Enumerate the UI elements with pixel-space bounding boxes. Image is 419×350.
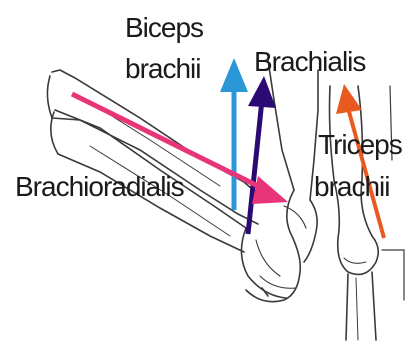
posterior-arm-bones	[330, 86, 405, 340]
biceps-arrowhead	[220, 58, 248, 92]
brachialis-arrow	[248, 76, 276, 234]
brachialis-label: Brachialis	[254, 46, 365, 77]
triceps-label-line2: brachii	[314, 171, 389, 202]
brachioradialis-arrowhead	[252, 176, 288, 204]
biceps-arrow	[220, 58, 248, 210]
brachioradialis-label: Brachioradialis	[15, 171, 184, 202]
triceps-label-line1: Triceps	[318, 129, 402, 160]
biceps-label-line2: brachii	[125, 53, 200, 84]
biceps-label-line1: Biceps	[125, 12, 203, 43]
